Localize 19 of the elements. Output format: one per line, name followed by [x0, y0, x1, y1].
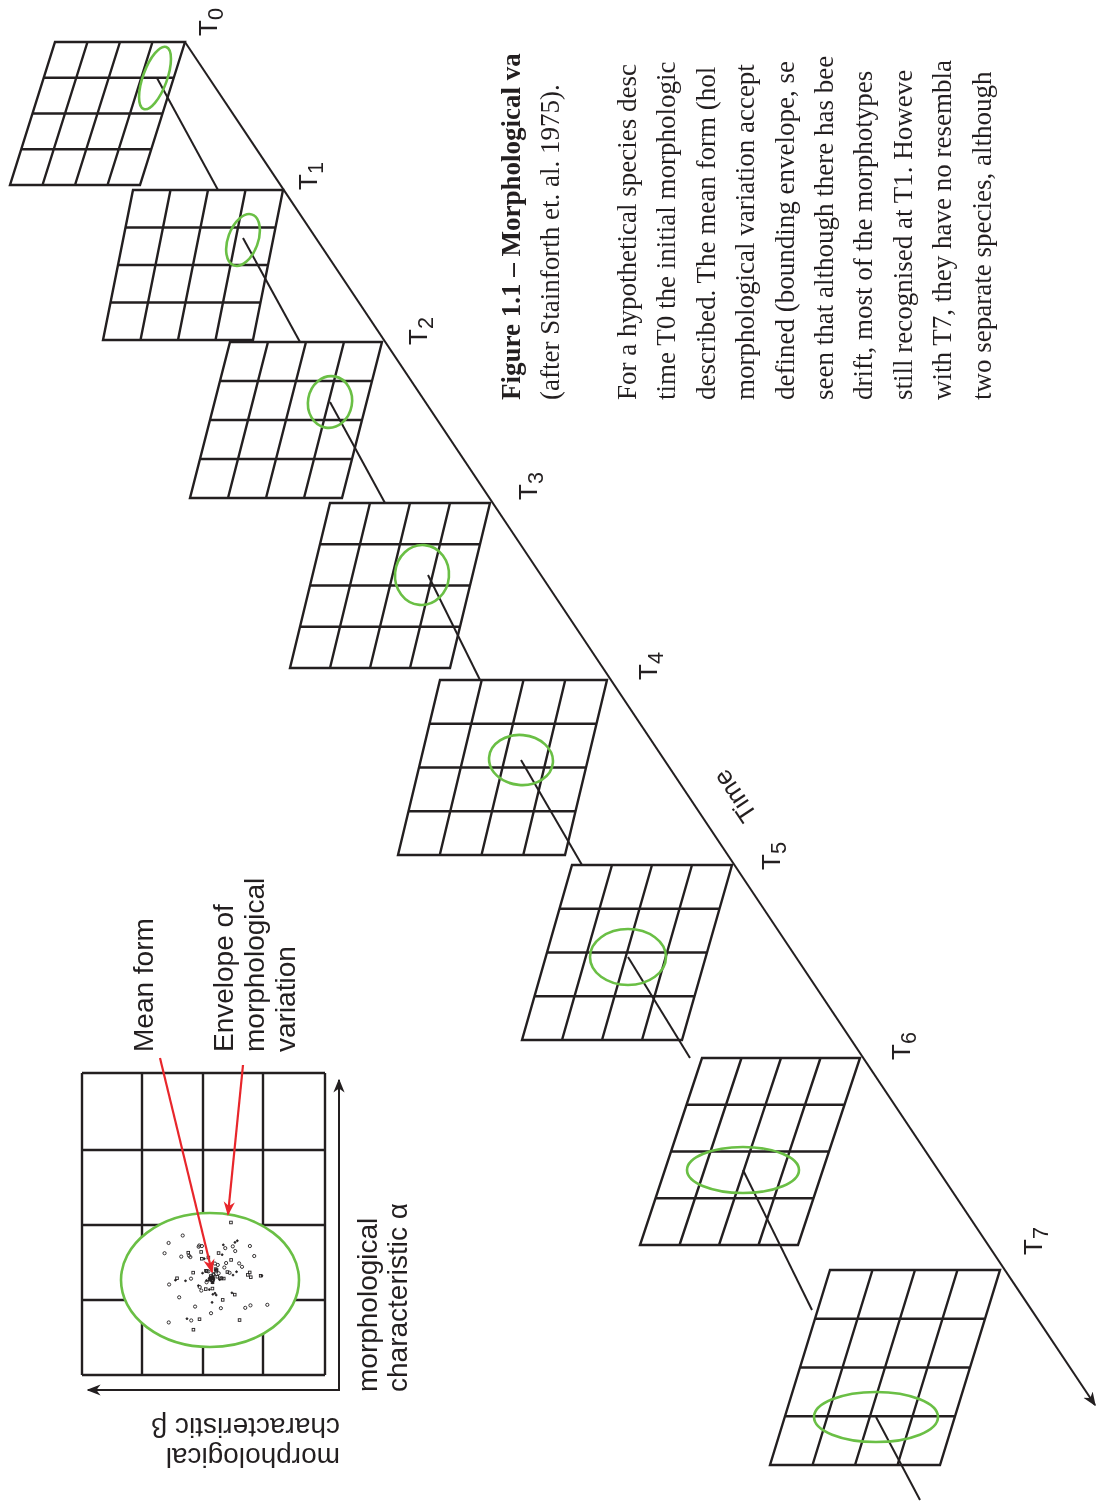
body-text-line: morphological variation accept [731, 64, 761, 400]
leader-line [223, 1064, 245, 1216]
figure-title: Figure 1.1 – Morphological va [497, 53, 527, 400]
body-text-line: still recognised at T1. Howeve [888, 69, 919, 400]
body-text-line: For a hypothetical species desc [613, 64, 643, 400]
body-text-line: time T0 the initial morphologic [652, 61, 683, 400]
figure-caption: (after Stainforth et. al. 1975). [536, 84, 566, 400]
callout-label: Mean form [128, 918, 159, 1052]
envelope-ellipse [119, 1211, 301, 1349]
body-text-line: drift, most of the morphotypes [849, 70, 880, 400]
body-text-line: two separate species, although [967, 71, 998, 400]
leader-line [158, 1057, 215, 1274]
callout-label: Envelope of morphological variation [208, 852, 301, 1052]
axis-label: morphological characteristic α [353, 1202, 413, 1392]
body-text-line: defined (bounding envelope, se [770, 61, 801, 400]
body-text-line: described. The mean form (hol [691, 66, 722, 400]
axis-label: morphological characteristic β [150, 1412, 340, 1472]
body-text-line: seen that although there has bee [810, 55, 840, 400]
body-text-line: with T7, they have no resembla [928, 60, 958, 400]
